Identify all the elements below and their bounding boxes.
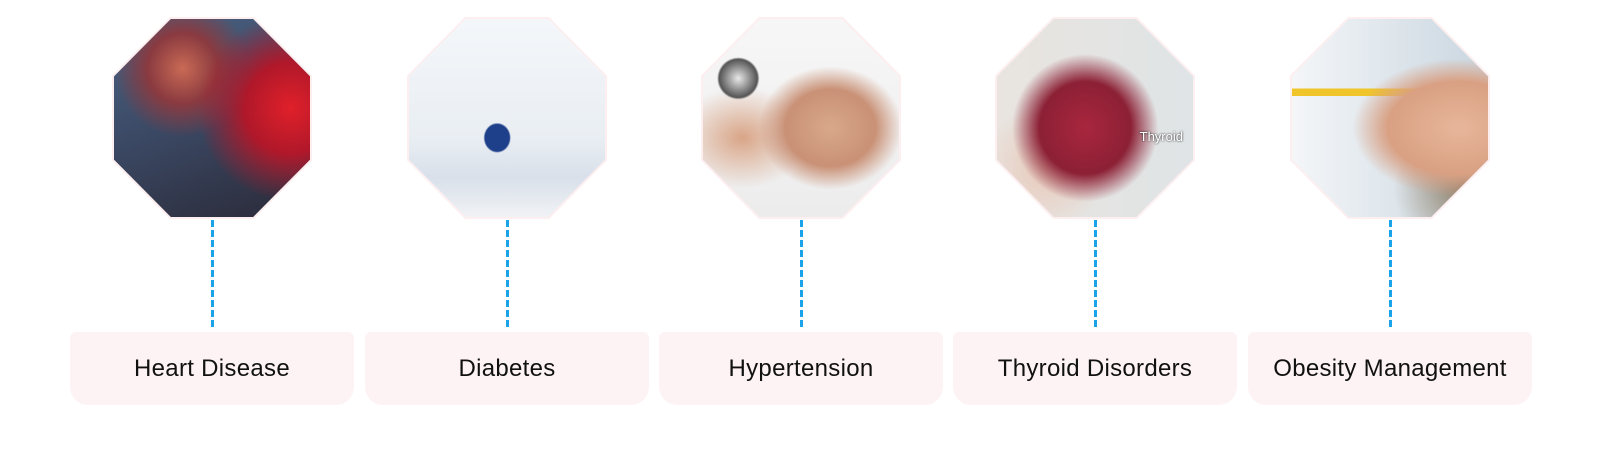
dashed-connector: [210, 220, 214, 330]
heart-disease-image: [114, 19, 310, 217]
hypertension-card[interactable]: Hypertension: [659, 332, 943, 405]
condition-hypertension[interactable]: Hypertension: [654, 0, 948, 462]
condition-thyroid[interactable]: Thyroid Thyroid Disorders: [948, 0, 1242, 462]
condition-diabetes[interactable]: Diabetes: [360, 0, 654, 462]
obesity-image: [1292, 19, 1488, 217]
thyroid-image-frame: Thyroid: [995, 17, 1195, 219]
diabetes-image: [409, 19, 605, 217]
hypertension-image-frame: [701, 17, 901, 219]
hypertension-image: [703, 19, 899, 217]
thyroid-image-caption: Thyroid: [1139, 129, 1183, 144]
heart-disease-card[interactable]: Heart Disease: [70, 332, 354, 405]
diabetes-image-frame: [407, 17, 607, 219]
dashed-connector: [799, 220, 803, 330]
dashed-connector: [1093, 220, 1097, 330]
condition-obesity[interactable]: Obesity Management: [1243, 0, 1537, 462]
obesity-image-frame: [1290, 17, 1490, 219]
obesity-card[interactable]: Obesity Management: [1248, 332, 1532, 405]
thyroid-card[interactable]: Thyroid Disorders: [953, 332, 1237, 405]
heart-disease-image-frame: [112, 17, 312, 219]
thyroid-image: Thyroid: [997, 19, 1193, 217]
dashed-connector: [505, 220, 509, 330]
diabetes-card[interactable]: Diabetes: [365, 332, 649, 405]
dashed-connector: [1388, 220, 1392, 330]
condition-heart-disease[interactable]: Heart Disease: [65, 0, 359, 462]
